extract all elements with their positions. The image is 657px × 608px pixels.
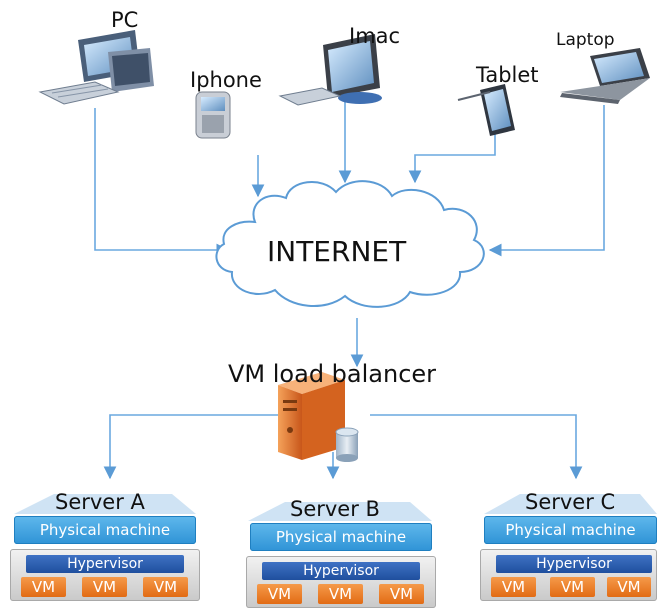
internet-cloud	[215, 180, 485, 308]
imac-icon	[278, 34, 382, 106]
tablet-connector	[408, 130, 496, 184]
vm-box: VM	[318, 584, 363, 604]
database-icon	[335, 427, 359, 462]
balancer-to-server-a-connector	[103, 414, 280, 480]
tablet-label: Tablet	[476, 63, 539, 87]
vm-box: VM	[607, 577, 651, 597]
server-title: Server A	[55, 490, 145, 514]
tablet-icon	[457, 84, 515, 136]
physical-machine-box: Physical machine	[250, 523, 432, 551]
hypervisor-box: Hypervisor	[262, 562, 420, 580]
connector-lines	[94, 100, 605, 480]
vm-tray: Hypervisor VM VM VM	[10, 549, 200, 601]
pc-icon	[38, 30, 154, 105]
balancer-to-server-c-connector	[370, 414, 583, 480]
server-title: Server B	[290, 497, 380, 521]
hypervisor-box: Hypervisor	[26, 555, 184, 573]
vm-tray: Hypervisor VM VM VM	[246, 556, 436, 608]
vm-box: VM	[143, 577, 188, 597]
server-title: Server C	[525, 490, 616, 514]
server-platforms	[14, 494, 657, 521]
laptop-connector	[488, 105, 605, 257]
hypervisor-box: Hypervisor	[496, 555, 652, 573]
pc-label: PC	[111, 8, 139, 32]
vm-box: VM	[82, 577, 127, 597]
imac-label: Imac	[349, 24, 401, 48]
laptop-label: Laptop	[556, 30, 615, 50]
iphone-icon	[195, 91, 231, 139]
vm-tray: Hypervisor VM VM VM	[480, 549, 657, 601]
vm-box: VM	[257, 584, 302, 604]
internet-label: INTERNET	[267, 235, 407, 268]
vm-box: VM	[491, 577, 536, 597]
vm-box: VM	[550, 577, 595, 597]
load-balancer-label: VM load balancer	[228, 360, 437, 388]
physical-machine-box: Physical machine	[484, 516, 657, 544]
iphone-label: Iphone	[190, 68, 262, 92]
physical-machine-box: Physical machine	[14, 516, 196, 544]
laptop-icon	[560, 48, 650, 104]
pc-connector	[94, 108, 230, 257]
vm-box: VM	[21, 577, 66, 597]
vm-box: VM	[379, 584, 424, 604]
load-balancer-server-icon	[278, 372, 345, 460]
